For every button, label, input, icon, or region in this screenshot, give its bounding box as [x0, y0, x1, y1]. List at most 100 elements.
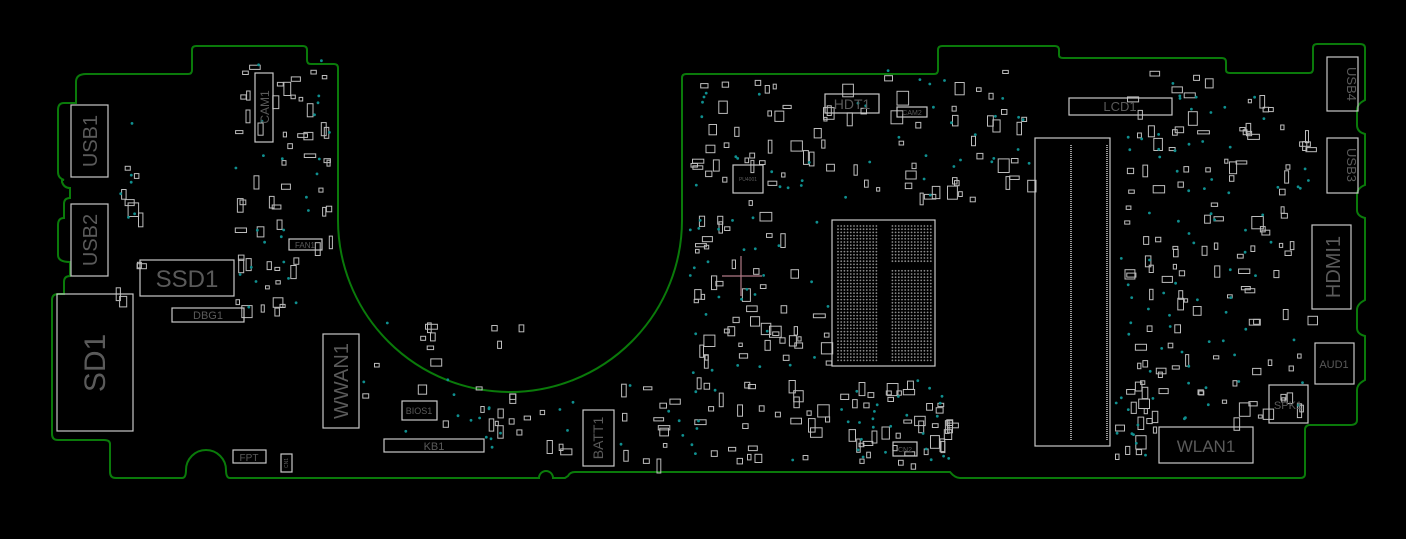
bga-ball	[894, 340, 897, 343]
memory-slot[interactable]	[1034, 137, 1111, 447]
bga-ball	[917, 343, 919, 346]
smd-component	[442, 420, 449, 428]
via	[1190, 107, 1193, 111]
bga-ball	[923, 276, 926, 279]
smd-component	[919, 192, 924, 206]
via	[1244, 327, 1248, 331]
dbg1-connector[interactable]: DBG1	[171, 307, 245, 323]
cam2-connector[interactable]: CAM2	[896, 106, 928, 118]
bga-ball	[913, 311, 916, 314]
bga-ball	[843, 317, 846, 320]
pu4001-chip[interactable]: PU4001	[732, 164, 764, 194]
bga-ball	[843, 298, 846, 301]
usb2-connector[interactable]: USB2	[70, 203, 109, 277]
spk1-connector[interactable]: SPK1	[1268, 384, 1309, 424]
bga-ball	[843, 311, 846, 314]
smd-component	[808, 151, 815, 167]
bga-ball	[929, 289, 932, 291]
bga-ball	[862, 282, 865, 285]
bga-ball	[897, 228, 900, 231]
bga-ball	[907, 244, 910, 247]
bga-ball	[869, 247, 871, 250]
bga-ball	[929, 343, 932, 346]
bga-ball	[929, 247, 932, 250]
via	[234, 166, 238, 170]
smd-component	[1296, 403, 1303, 419]
smd-component	[427, 322, 432, 334]
bga-ball	[853, 273, 855, 275]
smd-component	[1174, 126, 1185, 134]
hdt1-connector[interactable]: HDT1	[824, 93, 880, 114]
bga-ball	[904, 340, 907, 343]
wlan1-slot[interactable]: WLAN1	[1158, 426, 1254, 464]
bga-ball	[913, 301, 916, 304]
bga-ball	[897, 292, 900, 295]
bga-ball	[869, 311, 871, 314]
smd-component	[772, 331, 780, 336]
smd-component	[1238, 402, 1251, 417]
usb4-connector[interactable]: USB4	[1326, 56, 1359, 112]
via	[897, 135, 901, 139]
smd-component	[754, 453, 763, 463]
wwan1-slot[interactable]: WWAN1	[322, 333, 360, 429]
wlan1-label: WLAN1	[1177, 437, 1236, 456]
smd-component	[797, 336, 802, 342]
usb3-connector[interactable]: USB3	[1326, 137, 1359, 194]
smd-component	[1236, 253, 1244, 259]
bga-ball	[929, 311, 932, 314]
bga-ball	[929, 244, 932, 247]
bga-ball	[913, 279, 916, 282]
bga-ball	[875, 269, 878, 272]
via	[916, 379, 920, 383]
smd-component	[808, 418, 816, 433]
bga-ball	[875, 356, 878, 359]
lcd1-connector[interactable]: LCD1	[1068, 97, 1173, 116]
bga-ball	[875, 311, 878, 314]
cpu-bga[interactable]	[831, 219, 936, 367]
wwan1-label: WWAN1	[331, 343, 353, 419]
smd-component	[1224, 158, 1229, 164]
sd1-slot[interactable]: SD1	[56, 293, 134, 432]
bga-ball	[862, 247, 865, 250]
bga-ball	[846, 311, 849, 314]
bga-ball	[910, 289, 913, 291]
bga-ball	[920, 260, 923, 263]
smd-component	[987, 115, 994, 127]
aud1-jack[interactable]: AUD1	[1314, 342, 1355, 385]
bga-ball	[923, 257, 926, 259]
smd-component	[1144, 255, 1152, 268]
smd-component	[1244, 288, 1256, 294]
hdmi1-connector[interactable]: HDMI1	[1311, 224, 1352, 310]
bga-ball	[910, 346, 913, 349]
smd-component	[249, 64, 261, 70]
bga-ball	[904, 269, 907, 272]
cn2-connector[interactable]: CN2	[892, 441, 918, 457]
fpt-connector[interactable]: FPT	[232, 449, 267, 464]
bga-ball	[859, 273, 862, 275]
smd-component	[1171, 86, 1183, 94]
smd-component	[119, 295, 128, 308]
via	[924, 447, 928, 451]
bga-ball	[910, 308, 913, 311]
smd-component	[290, 94, 296, 100]
bga-ball	[897, 237, 900, 240]
bga-ball	[929, 253, 932, 256]
fan1-connector[interactable]: FAN1	[288, 238, 323, 251]
smd-component	[915, 121, 922, 129]
bga-ball	[926, 276, 929, 279]
bga-ball	[926, 301, 929, 304]
batt1-connector[interactable]: BATT1	[582, 409, 615, 467]
ssd1-connector[interactable]: SSD1	[139, 259, 235, 297]
smd-component	[1252, 367, 1262, 376]
cam1-connector[interactable]: CAM1	[254, 72, 274, 143]
usb1-connector[interactable]: USB1	[70, 104, 109, 178]
bga-ball	[913, 241, 916, 243]
bga-ball	[849, 228, 852, 231]
smd-component	[509, 393, 517, 404]
bios1-chip[interactable]: BIOS1	[401, 400, 438, 421]
bga-ball	[853, 257, 855, 259]
bga-ball	[894, 260, 897, 263]
cn1-connector[interactable]: CN1	[280, 453, 293, 473]
kb1-connector[interactable]: KB1	[383, 438, 485, 453]
